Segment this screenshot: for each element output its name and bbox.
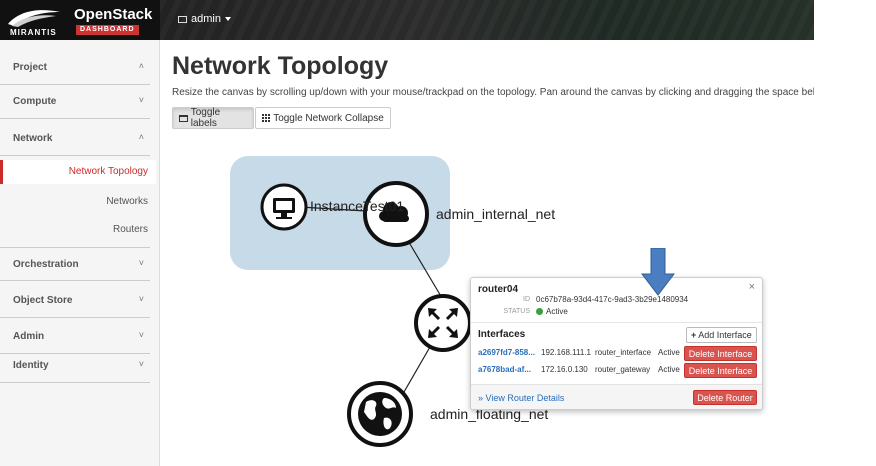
top-navbar: MIRANTIS OpenStack DASHBOARD admin [0, 0, 814, 40]
monitor-icon [273, 198, 295, 219]
chevron-down-icon: ˅ [138, 95, 144, 105]
sidebar-section-compute[interactable]: Compute ˅ [0, 85, 150, 119]
delete-router-button[interactable]: Delete Router [693, 390, 757, 405]
router-node[interactable] [414, 294, 472, 352]
router-status-value: Active [546, 307, 568, 316]
id-label: ID [523, 296, 530, 303]
page-title: Network Topology [172, 52, 389, 80]
sidebar-item-label: Routers [112, 224, 148, 235]
annotation-arrow-down-icon [641, 248, 675, 296]
project-selector[interactable]: admin [178, 13, 231, 25]
cloud-icon [379, 202, 409, 222]
status-active-dot-icon [536, 308, 543, 316]
sidebar-section-orchestration[interactable]: Orchestration ˅ [0, 247, 150, 281]
brand-mirantis: MIRANTIS [10, 28, 57, 37]
navbar-background [160, 0, 814, 40]
instance-node[interactable] [260, 183, 308, 231]
brand-logo[interactable]: MIRANTIS OpenStack DASHBOARD [0, 0, 160, 40]
labels-icon [179, 114, 188, 122]
delete-interface-button[interactable]: Delete Interface [684, 346, 757, 361]
internal-router-link [409, 243, 443, 299]
sidebar-section-admin[interactable]: Admin ˅ [0, 320, 150, 354]
close-icon[interactable]: × [748, 281, 755, 293]
router-details-popup: router04 × ID 0c67b78a-93d4-417c-9ad3-3b… [470, 277, 763, 410]
chevron-down-icon: ˅ [138, 359, 144, 369]
floating-network-node[interactable] [347, 381, 413, 447]
sidebar-item-label: Network Topology [68, 166, 148, 177]
toggle-network-collapse-button[interactable]: Toggle Network Collapse [255, 107, 391, 129]
project-box-icon [178, 15, 187, 23]
sidebar-section-identity[interactable]: Identity ˅ [0, 349, 150, 383]
interface-status: Active [658, 348, 680, 357]
router-status: Active [536, 307, 568, 316]
sidebar-section-label: Orchestration [13, 259, 79, 270]
plus-icon: + [691, 330, 697, 340]
interfaces-heading: Interfaces [478, 329, 526, 340]
sidebar-item-label: Networks [106, 196, 148, 207]
sidebar: Project ˄ Compute ˅ Network ˄ Network To… [0, 40, 160, 466]
grid-icon [262, 114, 271, 122]
chevron-up-icon: ˄ [138, 132, 144, 142]
sidebar-section-object-store[interactable]: Object Store ˅ [0, 284, 150, 318]
chevron-down-icon: ˅ [138, 330, 144, 340]
chevron-down-icon: ˅ [138, 294, 144, 304]
chevron-down-icon: ˅ [138, 258, 144, 268]
interface-type: router_interface [595, 348, 652, 357]
interface-row: a2697fd7-858... 192.168.111.1 router_int… [478, 346, 758, 360]
topology-canvas[interactable]: InstanceTest01 admin_internal_net admin_… [160, 140, 814, 466]
sidebar-section-label: Object Store [13, 295, 73, 306]
sidebar-section-label: Admin [13, 331, 45, 342]
sidebar-section-label: Identity [13, 360, 49, 371]
project-name: admin [191, 13, 221, 25]
toggle-labels-button[interactable]: Toggle labels [172, 107, 254, 129]
popup-divider [471, 322, 762, 323]
sidebar-item-network-topology[interactable]: Network Topology [0, 160, 156, 184]
interface-ip: 172.16.0.130 [541, 365, 588, 374]
add-interface-label: Add Interface [698, 330, 752, 340]
app-frame: MIRANTIS OpenStack DASHBOARD admin Proje… [0, 0, 814, 466]
sidebar-section-label: Network [13, 133, 53, 144]
internal-network-node[interactable] [363, 181, 429, 247]
chevron-up-icon: ˄ [138, 61, 144, 71]
brand-openstack: OpenStack [74, 6, 153, 23]
sidebar-section-project[interactable]: Project ˄ [0, 51, 150, 85]
topology-svg [230, 156, 472, 447]
globe-icon [358, 392, 402, 436]
brand-dashboard-badge: DASHBOARD [76, 25, 139, 35]
sidebar-section-network[interactable]: Network ˄ [0, 122, 150, 156]
add-interface-button[interactable]: + Add Interface [686, 327, 757, 343]
view-router-details-link[interactable]: » View Router Details [478, 393, 565, 403]
sidebar-item-routers[interactable]: Routers [0, 218, 156, 242]
floating-network-label: admin_floating_net [430, 406, 549, 422]
router-floating-link [403, 339, 435, 393]
sidebar-section-label: Project [13, 62, 47, 73]
sidebar-section-label: Compute [13, 96, 57, 107]
instance-label: InstanceTest01 [310, 198, 405, 214]
popup-title: router04 [478, 284, 519, 295]
router-arrowheads [428, 308, 458, 338]
status-label: STATUS [503, 308, 530, 315]
interface-ip: 192.168.111.1 [541, 348, 591, 357]
popup-footer: » View Router Details Delete Router [471, 384, 762, 409]
toggle-collapse-label: Toggle Network Collapse [273, 112, 384, 124]
toggle-labels-label: Toggle labels [190, 107, 221, 129]
interface-status: Active [658, 365, 680, 374]
interface-id-link[interactable]: a2697fd7-858... [478, 348, 535, 357]
interface-row: a7678bad-af... 172.16.0.130 router_gatew… [478, 363, 758, 377]
internal-network-label: admin_internal_net [436, 206, 556, 222]
sidebar-item-networks[interactable]: Networks [0, 190, 156, 214]
interface-id-link[interactable]: a7678bad-af... [478, 365, 531, 374]
interface-type: router_gateway [595, 365, 651, 374]
router-id-value: 0c67b78a-93d4-417c-9ad3-3b29e1480934 [536, 295, 689, 304]
page-description: Resize the canvas by scrolling up/down w… [172, 87, 814, 98]
delete-interface-button[interactable]: Delete Interface [684, 363, 757, 378]
caret-down-icon [224, 17, 231, 21]
mirantis-swoosh-icon [8, 10, 60, 27]
